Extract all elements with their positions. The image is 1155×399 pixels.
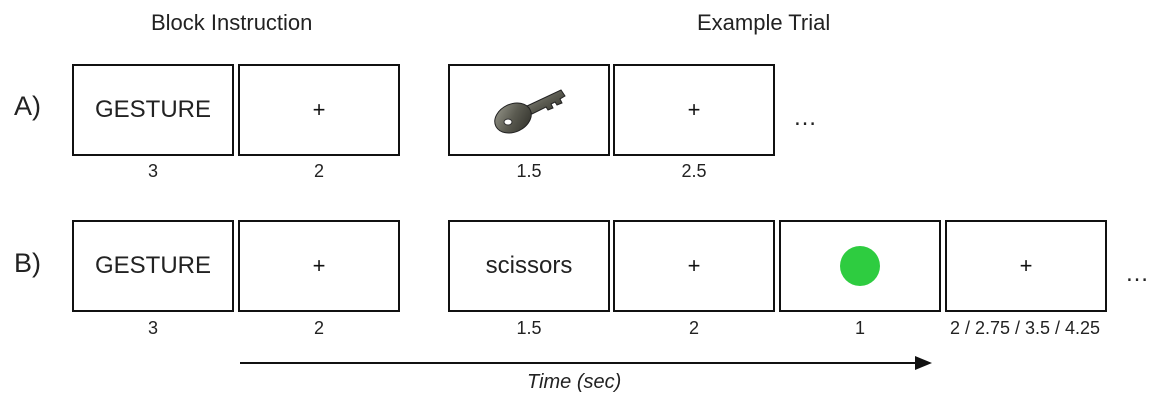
- row-b-fixation-frame-2: +: [613, 220, 775, 312]
- row-b-fixation-frame-3: +: [945, 220, 1107, 312]
- row-b-fixation-cross-2: +: [687, 253, 701, 278]
- row-a-fixation-cross-2: +: [687, 97, 701, 122]
- row-b-duration-stimulus: 1.5: [516, 318, 542, 338]
- green-cue-dot: [840, 246, 880, 286]
- row-b-duration-cue: 1: [854, 318, 865, 338]
- row-a-duration-fixation-1: 2: [313, 161, 324, 181]
- row-b-instruction-frame: GESTURE: [72, 220, 234, 312]
- row-b-duration-fixation-1: 2: [313, 318, 324, 338]
- row-b-label: B): [14, 248, 41, 278]
- row-a-continuation: …: [793, 104, 819, 131]
- row-b-duration-fixation-3: 2 / 2.75 / 3.5 / 4.25: [949, 318, 1101, 338]
- row-a-fixation-cross-1: +: [312, 97, 326, 122]
- row-b-duration-instruction: 3: [147, 318, 158, 338]
- row-a-fixation-frame-1: +: [238, 64, 400, 156]
- row-b-cue-frame: [779, 220, 941, 312]
- row-b-instruction-word: GESTURE: [94, 252, 211, 279]
- row-b-continuation: …: [1125, 260, 1151, 287]
- row-a-label: A): [14, 91, 41, 121]
- row-a-duration-fixation-2: 2.5: [681, 161, 707, 181]
- key-icon: [494, 89, 566, 134]
- example-trial-header: Example Trial: [697, 10, 831, 35]
- row-b-stimulus-word: scissors: [485, 252, 573, 279]
- row-a-duration-stimulus: 1.5: [516, 161, 542, 181]
- row-b-duration-fixation-2: 2: [688, 318, 699, 338]
- block-instruction-header: Block Instruction: [151, 10, 313, 35]
- row-a-stimulus-frame: [448, 64, 610, 156]
- row-a-instruction-word: GESTURE: [94, 96, 211, 123]
- row-b-stimulus-frame: scissors: [448, 220, 610, 312]
- row-b-fixation-cross-1: +: [312, 253, 326, 278]
- row-b-fixation-frame-1: +: [238, 220, 400, 312]
- row-a-fixation-frame-2: +: [613, 64, 775, 156]
- time-axis-label: Time (sec): [527, 371, 622, 393]
- row-a-instruction-frame: GESTURE: [72, 64, 234, 156]
- row-a-duration-instruction: 3: [147, 161, 158, 181]
- row-b-fixation-cross-3: +: [1019, 253, 1033, 278]
